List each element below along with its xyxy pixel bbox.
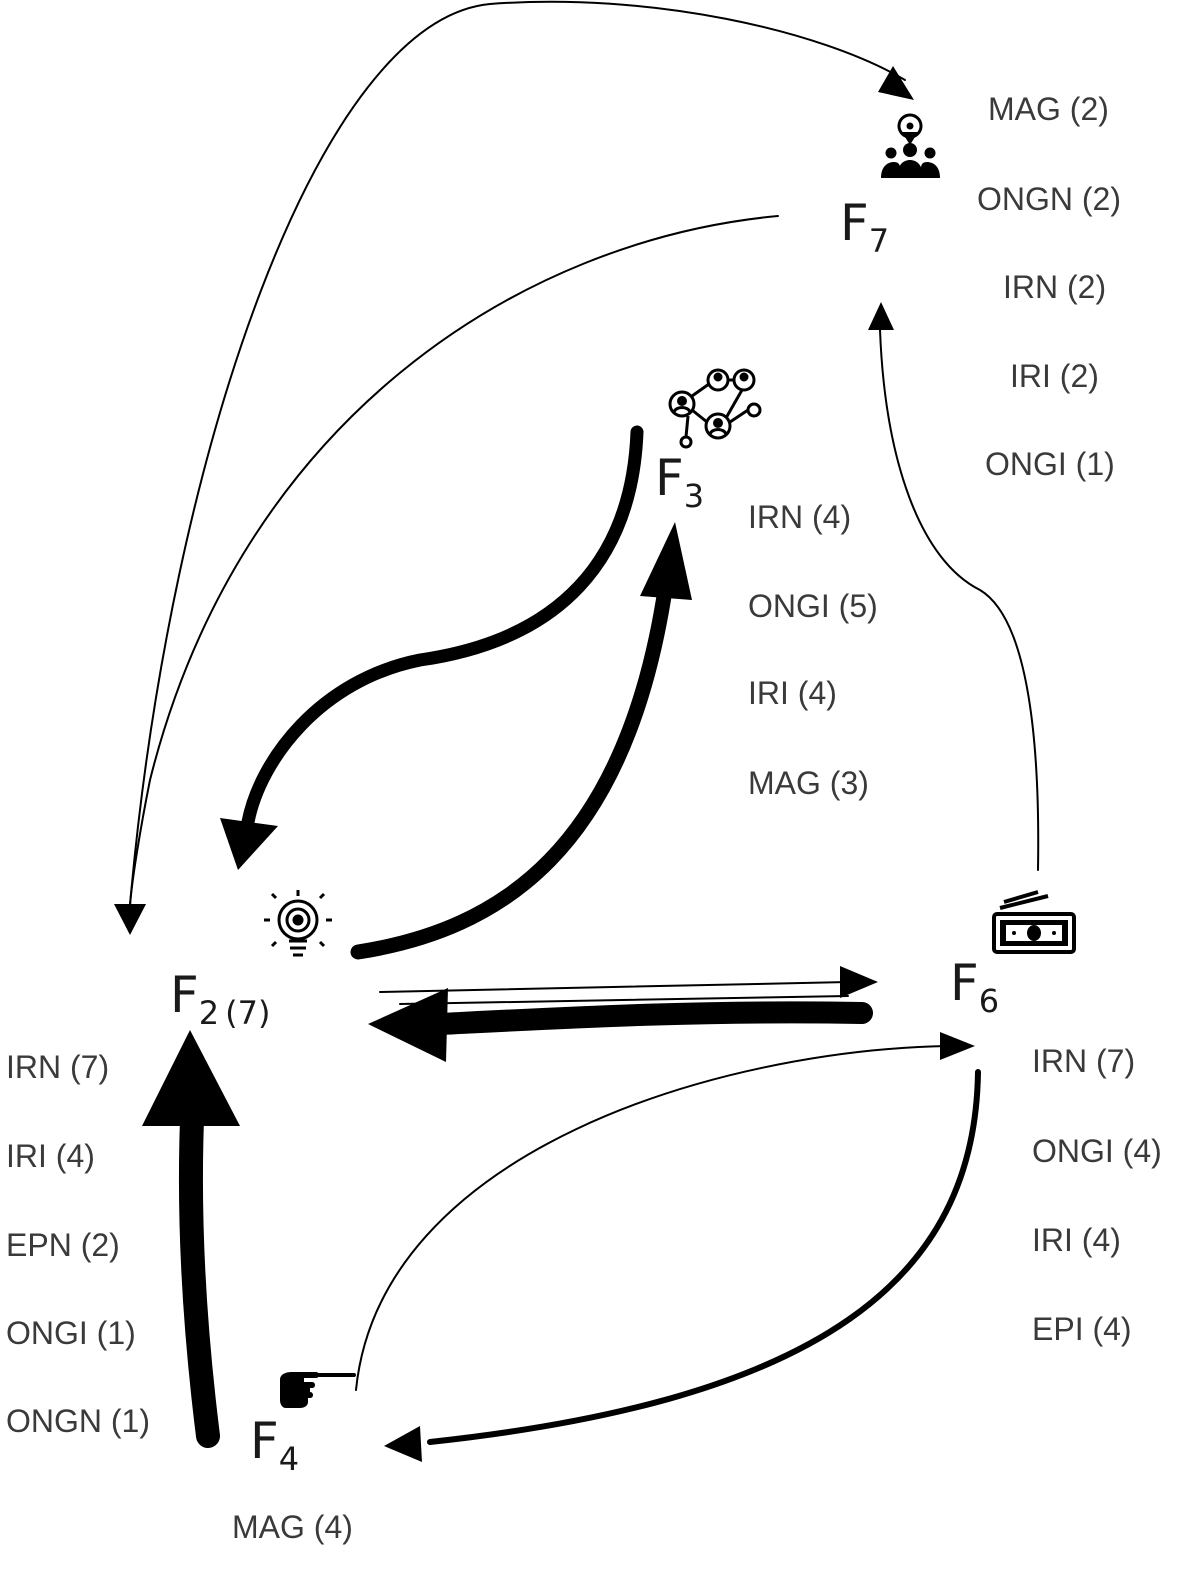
arrowhead-f6-in-bottom [940,1032,975,1060]
arrowhead-f2-in-bottom [142,1030,240,1126]
edge-f4-to-f6 [355,1045,949,1391]
attr-f7-item: ONGN (2) [977,181,1121,217]
edge-f2-to-f6-inner [399,995,849,1005]
attr-f6-item: EPI (4) [1032,1311,1132,1347]
node-f2-count: (7) [225,994,270,1032]
arrowhead-f3-in-bottom [640,522,692,600]
attr-f7-item: ONGI (1) [985,446,1115,482]
attr-f3-item: MAG (3) [748,765,869,801]
arrowhead-f2-in-top [220,818,278,870]
attributes-f3: IRN (4) ONGI (5) IRI (4) MAG (3) [748,499,878,801]
attr-f2-item: IRI (4) [6,1138,95,1174]
lightbulb-icon [264,890,332,957]
attr-f2-item: IRN (7) [6,1049,109,1085]
attr-f7-item: IRN (2) [1003,269,1106,305]
node-label-f2: F2(7) [170,966,270,1032]
attr-f6-item: IRN (7) [1032,1043,1135,1079]
edge-f6-to-f7 [879,329,1040,871]
node-f6-letter: F [950,954,979,1012]
people-network-icon [668,368,762,449]
node-label-f6: F6 [950,954,999,1020]
edge-f2-to-f3 [350,582,673,960]
arrowhead-f7-in-bottom [868,302,894,330]
attr-f6-item: IRI (4) [1032,1222,1121,1258]
node-f3-sub: 3 [684,477,704,515]
attr-f3-item: IRN (4) [748,499,851,535]
arrowhead-f2-in-left [114,904,146,935]
community-location-icon [881,113,940,178]
attr-f3-item: ONGI (5) [748,588,878,624]
attr-f2-item: ONGI (1) [6,1315,136,1351]
attr-f7-item: MAG (2) [988,91,1109,127]
edge-f6-to-f2 [429,1001,873,1035]
attr-f2-item: ONGN (1) [6,1403,150,1439]
node-f2-letter: F [170,966,199,1024]
arrowhead-f6-in-left [840,966,878,998]
edge-f7-to-f2 [129,215,779,906]
attr-f7-item: IRI (2) [1010,358,1099,394]
attributes-f6: IRN (7) ONGI (4) IRI (4) EPI (4) [1032,1043,1162,1347]
money-wallet-icon [992,890,1076,954]
attr-f3-item: IRI (4) [748,675,837,711]
node-f7-letter: F [840,194,869,252]
node-f3-letter: F [655,449,684,507]
edge-f2-to-f7 [129,0,906,906]
edge-f2-to-f6 [379,981,849,993]
arrowhead-f7-in-top [878,66,914,100]
attr-f2-item: EPN (2) [6,1227,120,1263]
attributes-f2: IRN (7) IRI (4) EPN (2) ONGI (1) ONGN (1… [6,1049,150,1439]
node-label-f3: F3 [655,449,704,515]
node-f4-sub: 4 [279,1440,299,1478]
edge-f6-to-f4 [427,1069,981,1445]
edges [114,0,1040,1462]
attributes-f4: MAG (4) [232,1509,353,1545]
attr-f4-item: MAG (4) [232,1509,353,1545]
attr-f6-item: ONGI (4) [1032,1133,1162,1169]
node-f7-sub: 7 [869,222,889,260]
edge-f3-to-f2 [241,425,644,829]
node-f4-letter: F [250,1412,279,1470]
pointing-hand-icon [280,1372,356,1408]
node-label-f4: F4 [250,1412,299,1478]
arrowhead-f4-in-right [384,1426,422,1462]
node-f2-sub: 2 [199,994,219,1032]
node-f6-sub: 6 [979,982,999,1020]
attributes-f7: MAG (2) ONGN (2) IRN (2) IRI (2) ONGI (1… [977,91,1121,482]
node-label-f7: F7 [840,194,889,260]
arrowhead-f2-in-right [368,988,448,1062]
edge-f4-to-f2 [178,1108,220,1448]
